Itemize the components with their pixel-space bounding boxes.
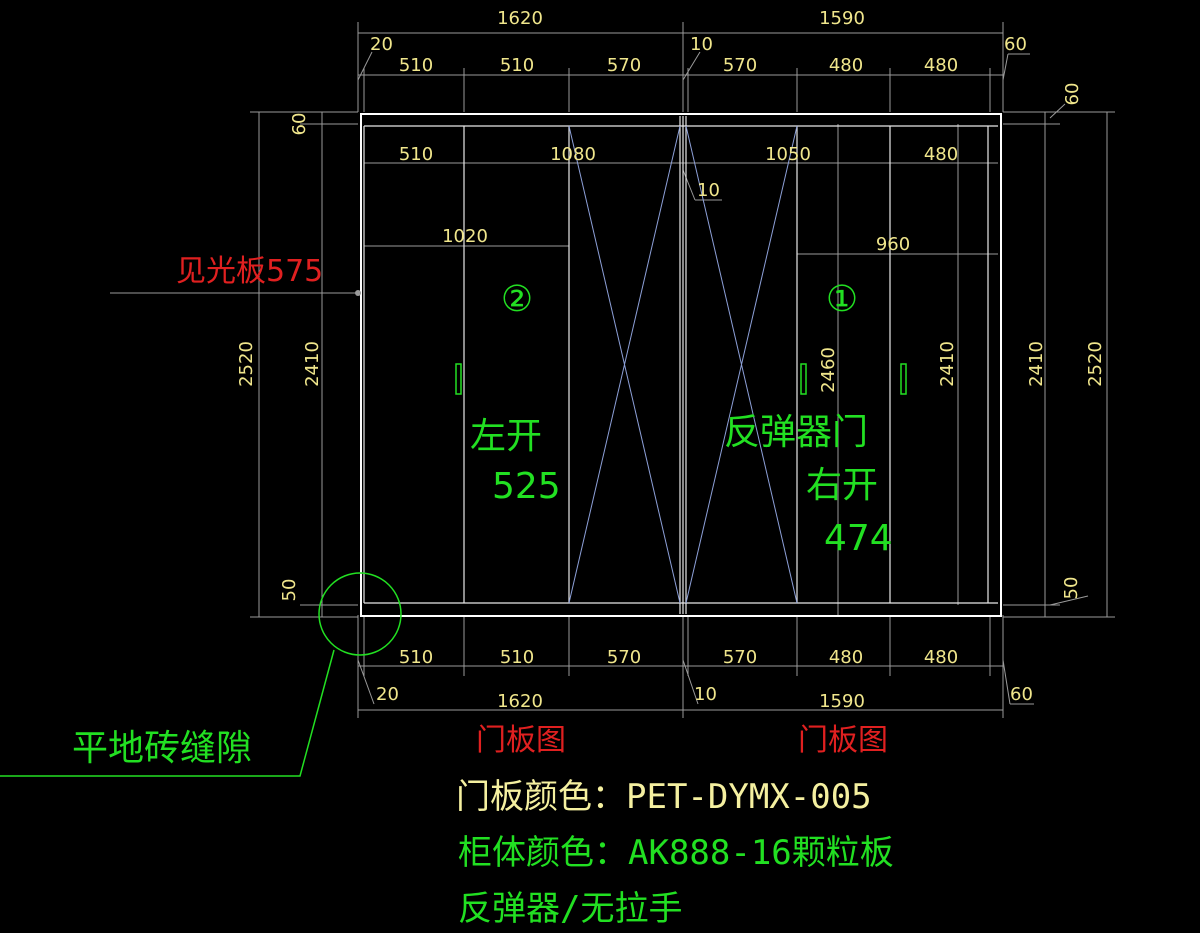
dim-inner-2410: 2410: [937, 341, 958, 387]
dim-bottom-part: 480: [924, 647, 958, 668]
right-open-label: 右开: [806, 465, 878, 506]
dim-bottom-small-10: 10: [694, 684, 717, 705]
panel-drawing-left-label: 门板图: [476, 723, 566, 758]
dim-bottom-part: 510: [399, 647, 433, 668]
dim-top-small-60: 60: [1004, 34, 1027, 55]
side-dimension-lines: [250, 103, 1115, 618]
right-width-label: 474: [824, 518, 893, 559]
door-handles: [455, 363, 907, 395]
dim-bottom-small-60: 60: [1010, 684, 1033, 705]
dim-top-part: 570: [607, 55, 641, 76]
left-open-label: 左开: [470, 416, 542, 457]
dim-bottom-part: 480: [829, 647, 863, 668]
dim-right-2520: 2520: [1085, 341, 1106, 387]
panel-drawing-right-label: 门板图: [798, 723, 888, 758]
dim-right-50: 50: [1061, 577, 1082, 600]
dim-left-50: 50: [279, 579, 300, 602]
door-number-1: ①: [826, 279, 858, 320]
rebound-door-label: 反弹器门: [724, 412, 868, 453]
dim-inner-1020: 1020: [442, 226, 488, 247]
dim-top-part: 570: [723, 55, 757, 76]
light-panel-label: 见光板575: [176, 254, 323, 289]
dim-bottom-part: 570: [723, 647, 757, 668]
open-swing-diagonals: [568, 125, 798, 604]
dim-bottom-total-right: 1590: [819, 691, 865, 712]
cabinet-outline: [360, 113, 1002, 617]
dim-top-part: 480: [829, 55, 863, 76]
dim-top-small-10: 10: [690, 34, 713, 55]
dim-bottom-part: 510: [500, 647, 534, 668]
dim-top-small-20: 20: [370, 34, 393, 55]
hardware-note: 反弹器/无拉手: [458, 889, 682, 929]
dim-inner-1080: 1080: [550, 144, 596, 165]
dim-right-2410: 2410: [1026, 341, 1047, 387]
dim-inner-510: 510: [399, 144, 433, 165]
inner-dimension-lines: [364, 124, 998, 617]
dim-inner-960: 960: [876, 234, 910, 255]
dim-top-part: 480: [924, 55, 958, 76]
dim-bottom-part: 570: [607, 647, 641, 668]
cabinet-color-note: 柜体颜色：AK888-16颗粒板: [458, 833, 894, 873]
top-dimension-lines: [357, 22, 1030, 112]
dim-top-total-right: 1590: [819, 8, 865, 29]
dim-top-part: 510: [500, 55, 534, 76]
dim-top-total-left: 1620: [497, 8, 543, 29]
dim-inner-10: 10: [697, 180, 720, 201]
door-color-note: 门板颜色：PET-DYMX-005: [456, 777, 872, 817]
left-width-label: 525: [492, 466, 561, 507]
dim-inner-2460: 2460: [818, 347, 839, 393]
door-number-2: ②: [501, 279, 533, 320]
dim-right-60: 60: [1062, 83, 1083, 106]
dim-left-60: 60: [289, 113, 310, 136]
light-panel-leader: [110, 290, 361, 296]
dim-inner-480: 480: [924, 144, 958, 165]
dim-top-part: 510: [399, 55, 433, 76]
floor-gap-marker: [0, 572, 402, 777]
dim-bottom-small-20: 20: [376, 684, 399, 705]
bottom-dimension-lines: [357, 615, 1034, 718]
dim-left-2410: 2410: [302, 341, 323, 387]
dim-bottom-total-left: 1620: [497, 691, 543, 712]
dim-inner-1050: 1050: [765, 144, 811, 165]
floor-gap-label: 平地砖缝隙: [72, 728, 252, 769]
dim-left-2520: 2520: [236, 341, 257, 387]
